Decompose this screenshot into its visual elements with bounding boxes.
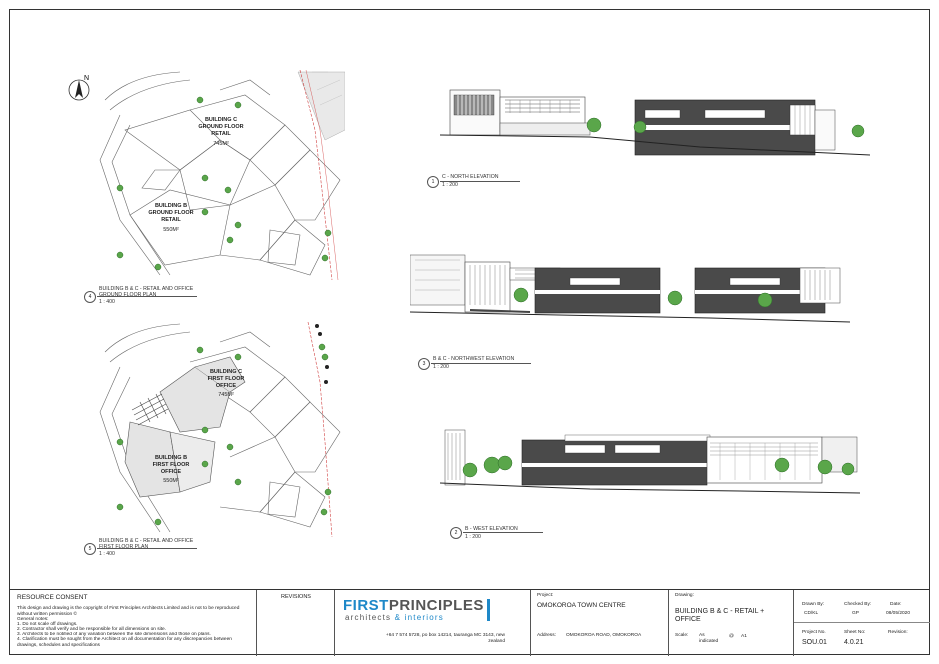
bldg-b-area: 550M² [163, 227, 179, 233]
contact-info: +64 7 574 5728, po box 14214, tauranga M… [385, 633, 505, 644]
tagline-architects: architects [345, 613, 392, 622]
bldg-c-area: 745M² [213, 141, 229, 147]
note-4: 4. Clarification must be sought from the… [17, 637, 232, 648]
drawn-by-value: CD/KL [804, 611, 819, 616]
plan-4-number: 4 [84, 291, 96, 303]
north-elevation-drawing [440, 89, 870, 156]
note-2: 2. Contractor shall verify and be respon… [17, 627, 167, 632]
bldg-c-name: BUILDING C [205, 117, 237, 123]
bldg-b-name: BUILDING B [155, 455, 187, 461]
bldg-c-use: GROUND FLOOR [198, 124, 243, 130]
project-label: Project: [537, 593, 554, 598]
project-cell: Project: OMOKOROA TOWN CENTRE Address: O… [531, 590, 669, 656]
plan-4-scale: 1 : 400 [99, 299, 115, 305]
northwest-elevation-drawing [410, 254, 850, 323]
firstprinciples-logo: FIRSTPRINCIPLES [343, 597, 484, 614]
date-value: 08/05/2020 [886, 611, 911, 616]
caption-line [463, 532, 543, 533]
copyright-text: This design and drawing is the copyright… [17, 606, 240, 617]
first-floor-plan: BUILDING C FIRST FLOOR OFFICE 745M² BUIL… [99, 322, 341, 537]
caption-line [440, 181, 520, 182]
elev-3-number: 3 [418, 358, 430, 370]
bldg-c-use2: RETAIL [211, 131, 231, 137]
logo-bar [487, 599, 490, 621]
sheet-no-value: 4.0.21 [844, 639, 864, 646]
resource-consent-cell: RESOURCE CONSENT This design and drawing… [9, 590, 257, 656]
bldg-c-use2: OFFICE [216, 383, 236, 389]
north-label: N [84, 75, 89, 82]
north-arrow-icon: N [68, 75, 90, 101]
paper-size: A1 [741, 634, 747, 639]
project-no-label: Project No. [802, 630, 826, 635]
elev-1-number: 1 [427, 176, 439, 188]
note-1: 1. Do not scale off drawings. [17, 622, 78, 627]
logo-tagline: architects & interiors [345, 613, 444, 622]
checked-by-label: Checked By: [844, 602, 872, 607]
plan-5-subtitle: FIRST FLOOR PLAN [99, 544, 149, 550]
bldg-c-name: BUILDING C [210, 369, 242, 375]
scale-label: Scale: [675, 633, 689, 638]
bldg-b-use: GROUND FLOOR [148, 210, 193, 216]
sheet-no-label: Sheet No: [844, 630, 866, 635]
plan-5-title: BUILDING B & C - RETAIL AND OFFICE [99, 538, 194, 544]
bldg-b-use: FIRST FLOOR [153, 462, 190, 468]
general-notes-label: General notes: [17, 617, 49, 622]
tagline-amp: & [394, 613, 402, 622]
revisions-label: REVISIONS [281, 594, 311, 600]
revision-label: Revision: [888, 630, 908, 635]
bldg-b-use2: OFFICE [161, 469, 181, 475]
resource-consent-label: RESOURCE CONSENT [17, 594, 88, 601]
project-no-value: SOU.01 [802, 639, 827, 646]
caption-line [97, 296, 197, 297]
elev-2-title: B - WEST ELEVATION [465, 526, 518, 532]
scale-value: As indicated [699, 633, 719, 644]
logo-principles: PRINCIPLES [388, 597, 484, 614]
bldg-c-area: 745M² [218, 392, 234, 398]
title-block: RESOURCE CONSENT This design and drawing… [9, 589, 930, 656]
drawing-title: BUILDING B & C - RETAIL + OFFICE [675, 608, 765, 623]
logo-cell: FIRSTPRINCIPLES architects & interiors +… [335, 590, 531, 656]
drawing-cell: Drawing: BUILDING B & C - RETAIL + OFFIC… [669, 590, 794, 656]
plan-4-title: BUILDING B & C - RETAIL AND OFFICE [99, 286, 194, 292]
tagline-interiors: interiors [404, 613, 444, 622]
bldg-c-use: FIRST FLOOR [208, 376, 245, 382]
elev-1-title: C - NORTH ELEVATION [442, 174, 499, 180]
project-name: OMOKOROA TOWN CENTRE [537, 602, 626, 609]
address-value: OMOKOROA ROAD, OMOKOROA [566, 633, 642, 638]
elev-2-scale: 1 : 200 [465, 534, 481, 540]
bldg-b-area: 550M² [163, 478, 179, 484]
logo-first: FIRST [343, 597, 389, 614]
at-label: @ [729, 634, 734, 639]
revisions-cell: REVISIONS [257, 590, 335, 656]
drawing-sheet-border [9, 9, 930, 655]
elev-3-title: B & C - NORTHWEST ELEVATION [433, 356, 515, 362]
meta-divider [794, 622, 930, 623]
caption-line [431, 363, 531, 364]
bldg-b-use2: RETAIL [161, 217, 181, 223]
drawn-by-label: Drawn By: [802, 602, 825, 607]
elev-3-scale: 1 : 200 [433, 364, 449, 370]
meta-cell: Drawn By: CD/KL Checked By: GP Date: 08/… [794, 590, 930, 656]
plan-5-scale: 1 : 400 [99, 551, 115, 557]
note-3: 3. Architects to be notified of any vari… [17, 632, 211, 637]
elev-2-number: 2 [450, 527, 462, 539]
bldg-b-name: BUILDING B [155, 203, 187, 209]
ground-floor-plan: BUILDING C GROUND FLOOR RETAIL 745M² BUI… [99, 70, 345, 280]
date-label: Date: [890, 602, 902, 607]
west-elevation-drawing [440, 429, 860, 494]
drawing-label: Drawing: [675, 593, 694, 598]
address-label: Address: [537, 633, 556, 638]
checked-by-value: GP [852, 611, 859, 616]
plan-4-subtitle: GROUND FLOOR PLAN [99, 292, 157, 298]
plan-5-number: 5 [84, 543, 96, 555]
caption-line [97, 548, 197, 549]
elev-1-scale: 1 : 200 [442, 182, 458, 188]
